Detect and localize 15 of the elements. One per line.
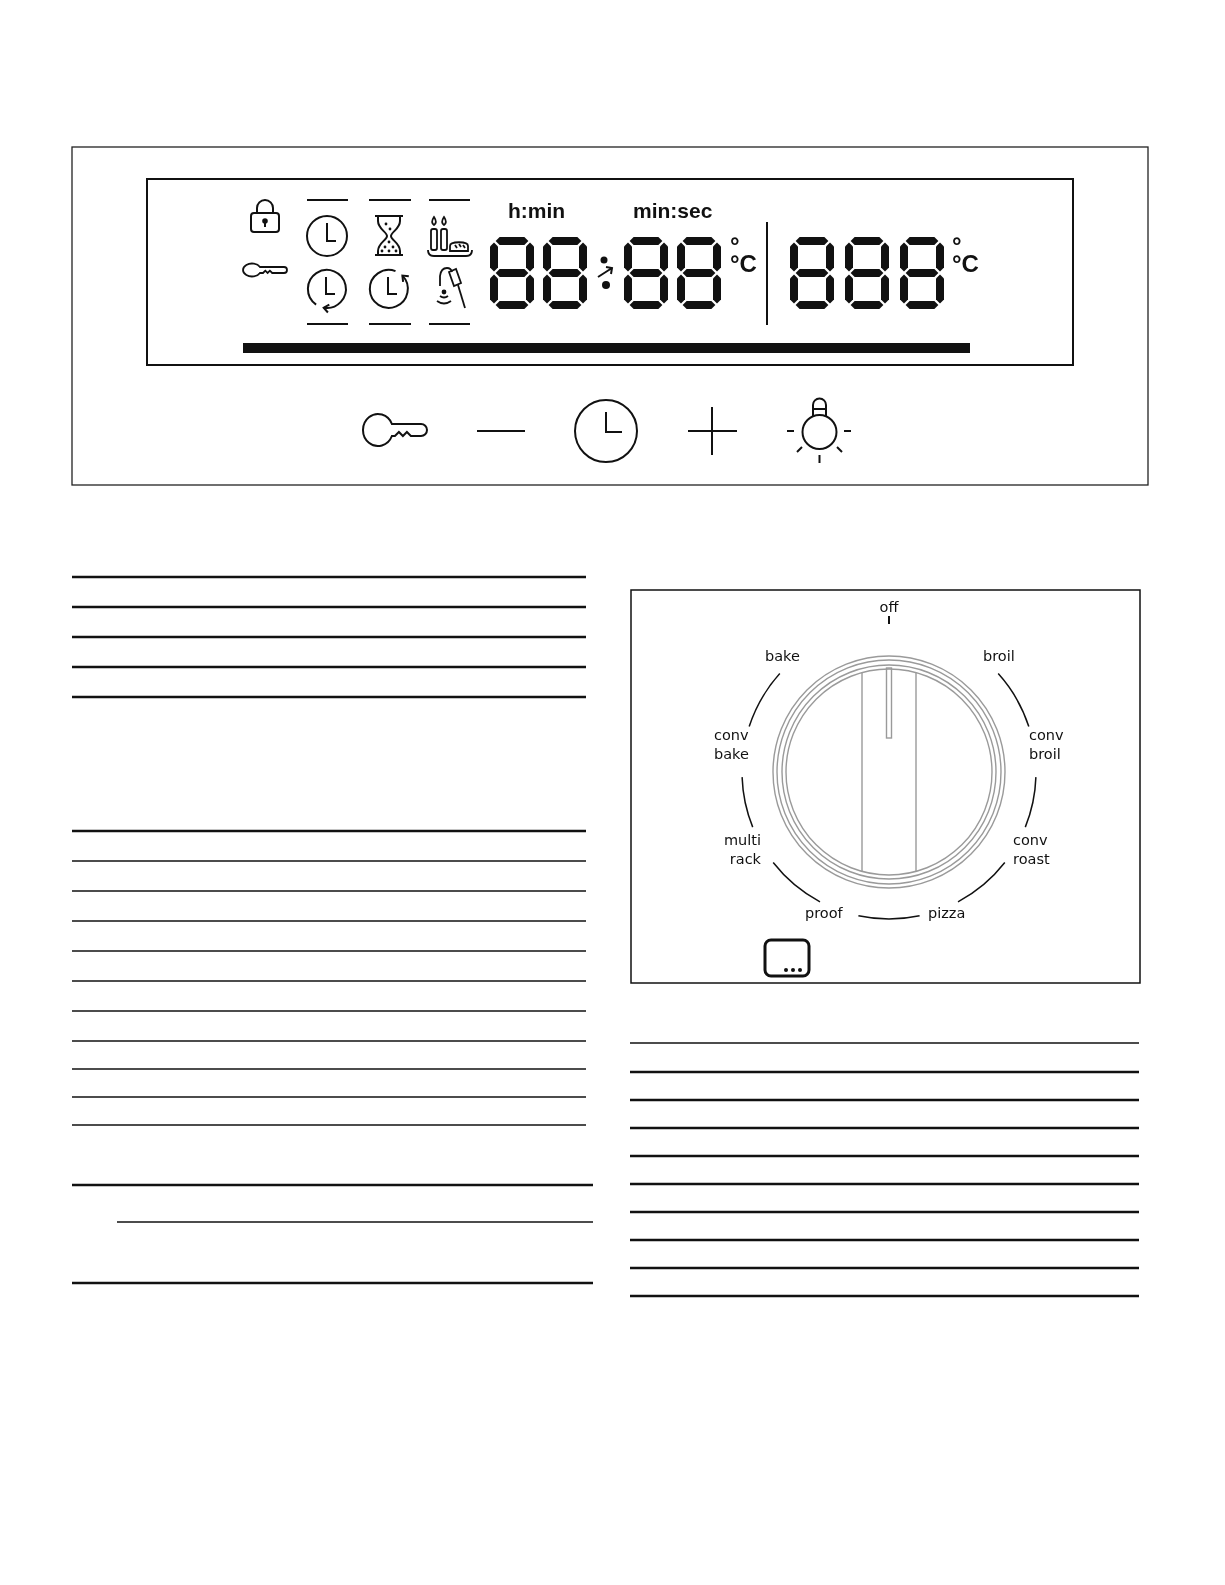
- mode-label: pizza: [928, 903, 966, 923]
- mode-label: conv broil: [1029, 725, 1064, 764]
- mode-label: conv bake: [714, 725, 749, 764]
- temperature-unit-label: °: [952, 237, 962, 255]
- mode-label: conv roast: [1013, 831, 1050, 869]
- temperature-unit-label: °C: [730, 255, 757, 273]
- mode-label: multi rack: [723, 831, 761, 869]
- temperature-unit-label: °: [730, 237, 740, 255]
- time-unit-label: min:sec: [633, 199, 713, 221]
- time-unit-label: h:min: [508, 199, 566, 221]
- mode-label: off: [879, 597, 899, 617]
- mode-label: proof: [805, 903, 843, 923]
- mode-label: bake: [765, 646, 800, 666]
- mode-label: broil: [983, 646, 1015, 666]
- temperature-unit-label: °C: [952, 255, 979, 273]
